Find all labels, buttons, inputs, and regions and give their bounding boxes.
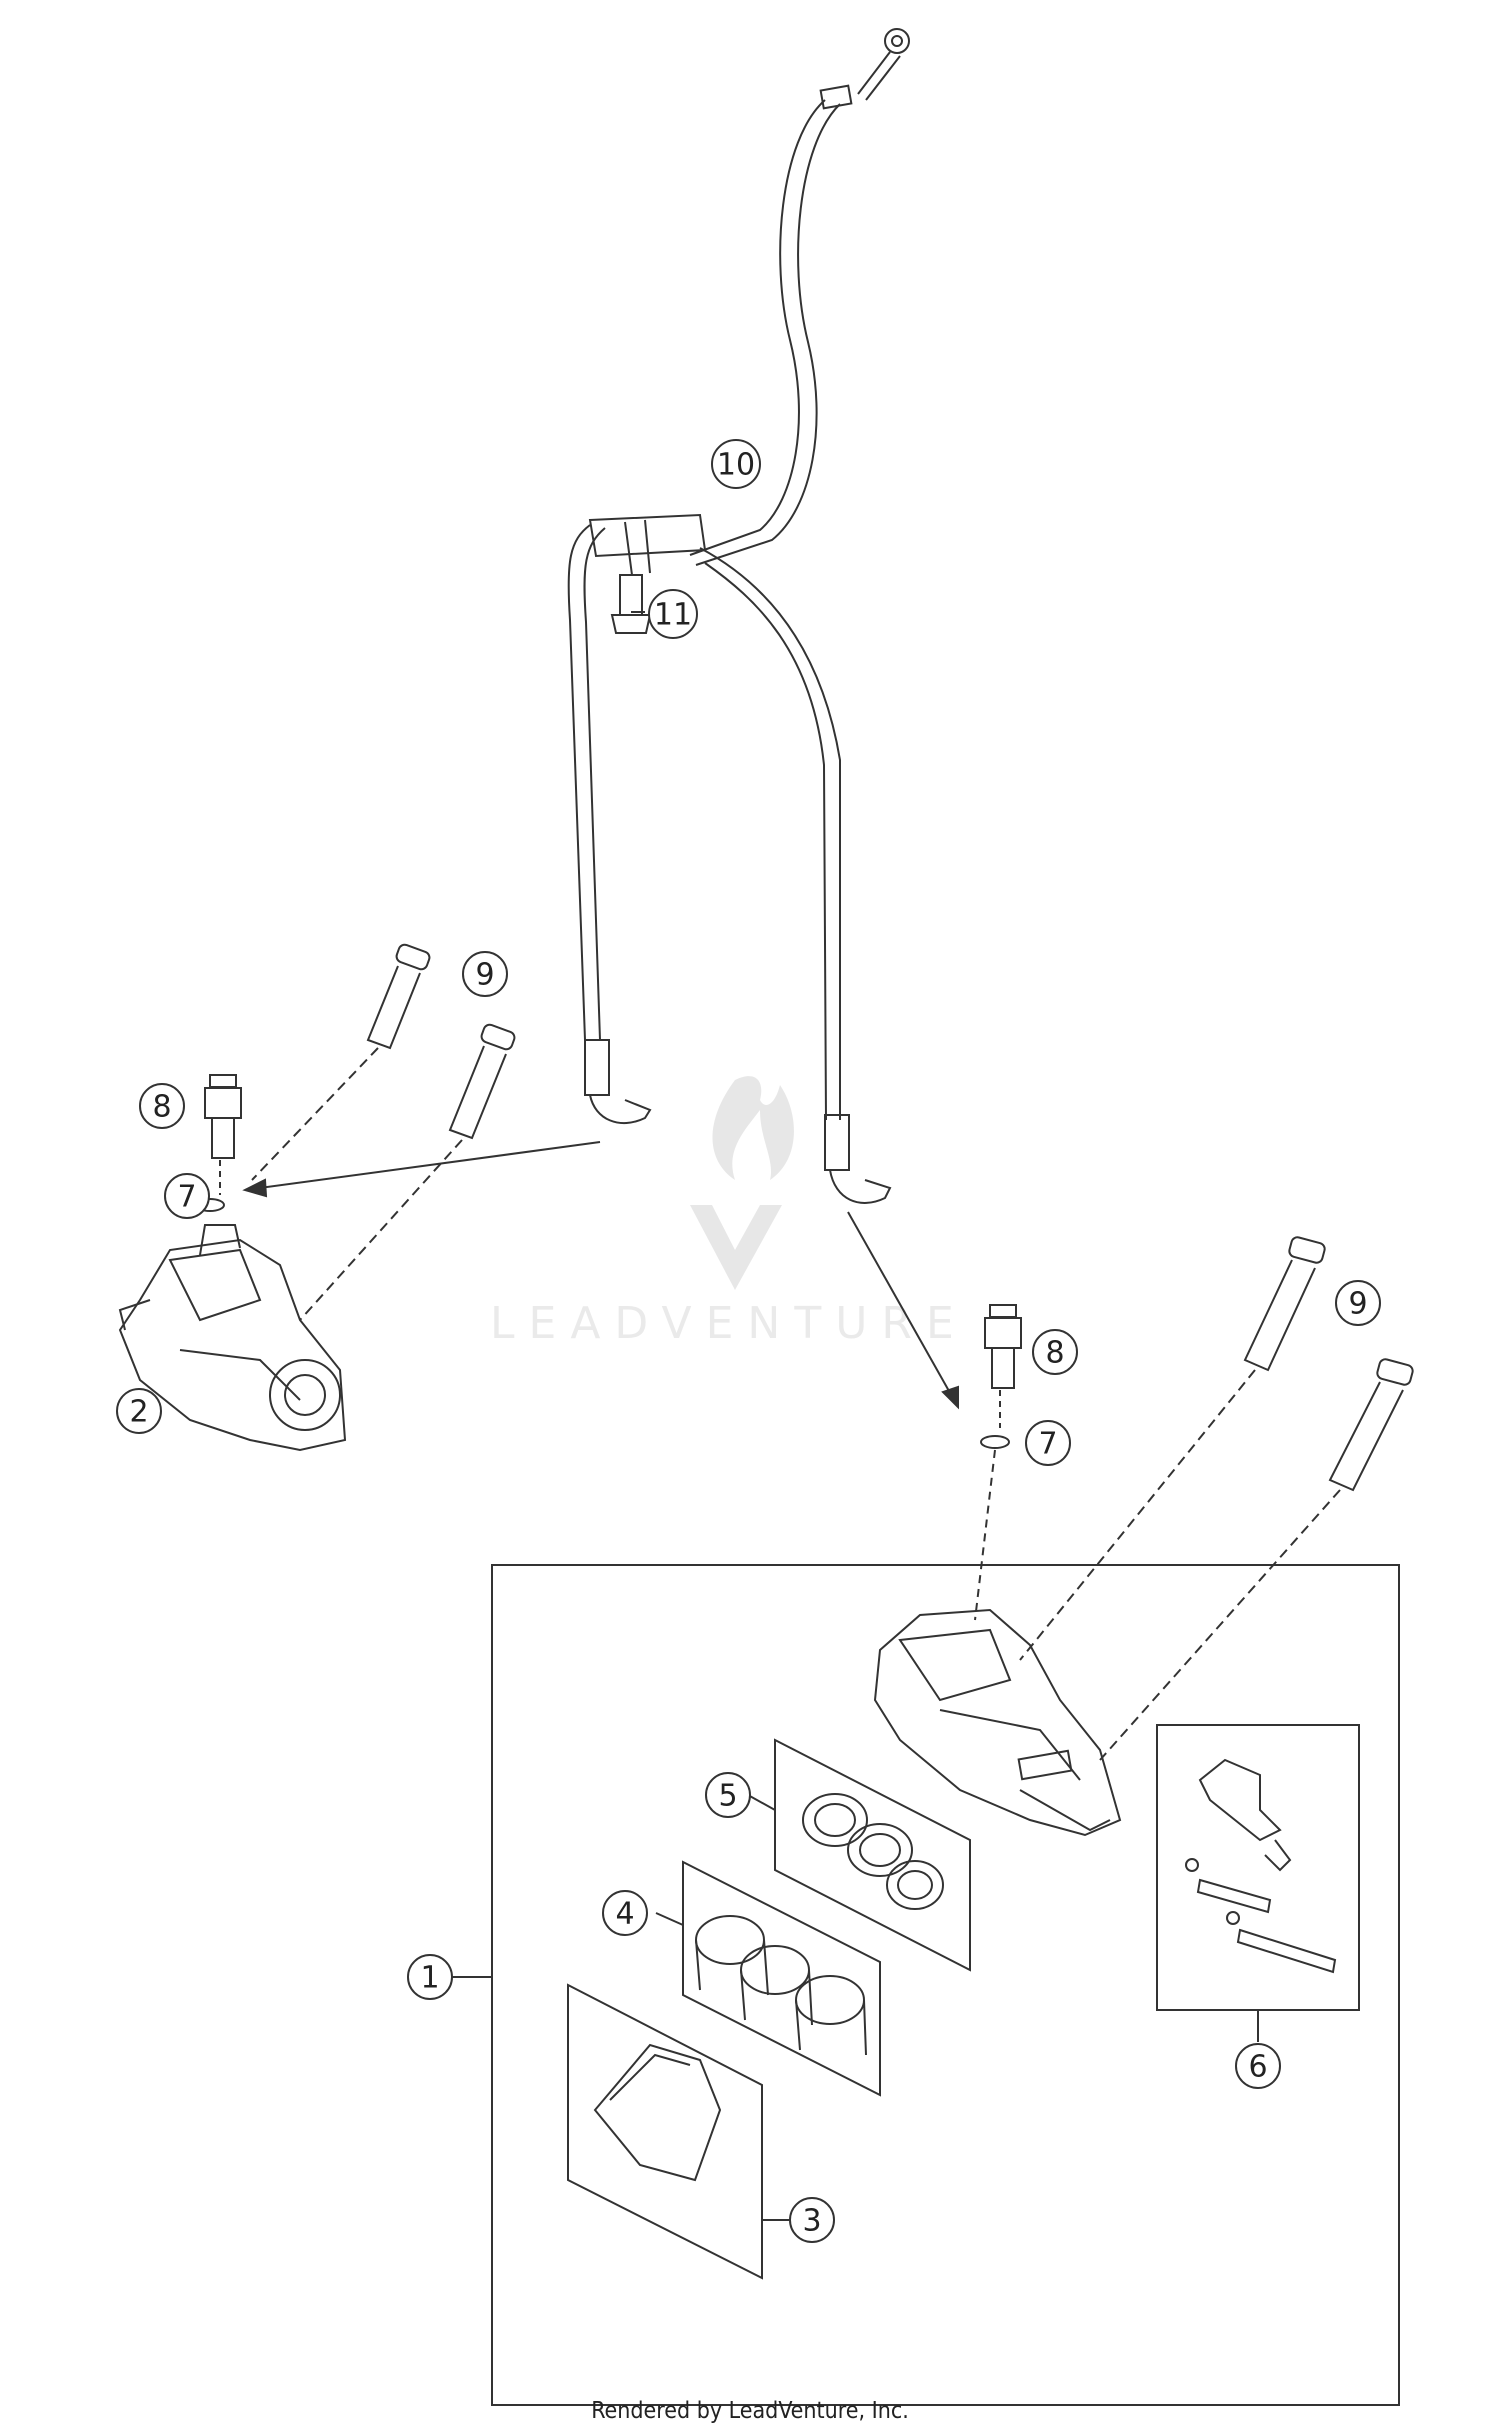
callout-9b: 9: [1348, 1287, 1367, 1322]
callout-5: 5: [718, 1779, 737, 1814]
callout-9a-circle: [462, 951, 508, 997]
footer-credit: Rendered by LeadVenture, Inc.: [591, 2398, 909, 2424]
hose-arrow-left: [242, 1141, 601, 1198]
callout-3: 3: [802, 2204, 821, 2239]
o-ring-7-right: [974, 1435, 1010, 1621]
brake-caliper-kit: [873, 1608, 1122, 1837]
hose-arrow-right: [847, 1211, 959, 1410]
callout-9b-circle: [1335, 1280, 1381, 1326]
callout-6: 6: [1248, 2050, 1267, 2085]
callout-11: 11: [654, 598, 692, 633]
callout-8b: 8: [1045, 1336, 1064, 1371]
callout-10-circle: [711, 439, 761, 489]
callout-1-circle: [407, 1954, 453, 2000]
bleed-valve-8-left: [204, 1074, 242, 1195]
callout-9a: 9: [475, 958, 494, 993]
callout-8a-circle: [139, 1083, 185, 1129]
bolt-9-right-a: [1019, 1236, 1326, 1661]
hardware-kit-6: [1156, 1724, 1360, 2042]
callouts: [116, 439, 1381, 2243]
watermark-logo: LEADVENTURE: [490, 1076, 968, 1349]
callout-7b-circle: [1025, 1420, 1071, 1466]
brake-hose-10: [689, 99, 841, 566]
callout-5-circle: [705, 1772, 751, 1818]
callout-7a: 7: [177, 1180, 196, 1215]
bolt-9-left-b: [299, 1023, 516, 1321]
callout-7b: 7: [1038, 1427, 1057, 1462]
brake-pad-kit-3: [567, 1983, 790, 2280]
callout-4-circle: [602, 1890, 648, 1936]
callout-3-circle: [789, 2197, 835, 2243]
callout-8b-circle: [1032, 1329, 1078, 1375]
caliper-kit-frame-1: [452, 1564, 1400, 2406]
callout-2: 2: [129, 1395, 148, 1430]
watermark-text: LEADVENTURE: [490, 1298, 968, 1349]
callout-2-circle: [116, 1388, 162, 1434]
brake-hose-left: [567, 524, 652, 1124]
brake-hose-right: [699, 547, 892, 1204]
brake-caliper-2: [118, 1224, 347, 1452]
callout-6-circle: [1235, 2043, 1281, 2089]
seal-kit-5: [747, 1738, 971, 1972]
bolt-9-right-b: [1099, 1358, 1414, 1761]
callout-11-circle: [648, 589, 698, 639]
callout-7a-circle: [164, 1173, 210, 1219]
brake-line-banjo-top: [819, 28, 910, 110]
bleed-valve-8-right: [984, 1304, 1022, 1428]
callout-1: 1: [420, 1961, 439, 1996]
callout-10: 10: [717, 448, 755, 483]
bolt-9-left-a: [251, 943, 431, 1181]
callout-4: 4: [615, 1897, 634, 1932]
piston-kit-4: [655, 1860, 881, 2097]
callout-8a: 8: [152, 1090, 171, 1125]
